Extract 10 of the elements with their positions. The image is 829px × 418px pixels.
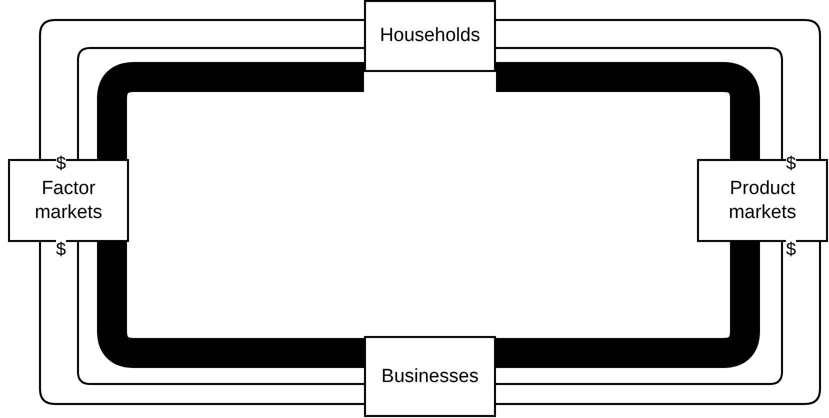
flow-line xyxy=(77,47,364,159)
flow-line xyxy=(39,242,364,405)
flow-line xyxy=(496,242,821,405)
market-box: Households xyxy=(364,0,496,72)
market-box: Businesses xyxy=(364,336,496,417)
flow-line xyxy=(39,19,364,159)
flow-line xyxy=(496,19,821,159)
flow-line xyxy=(496,242,783,385)
flow-line xyxy=(77,242,364,385)
flow-line xyxy=(496,47,783,159)
